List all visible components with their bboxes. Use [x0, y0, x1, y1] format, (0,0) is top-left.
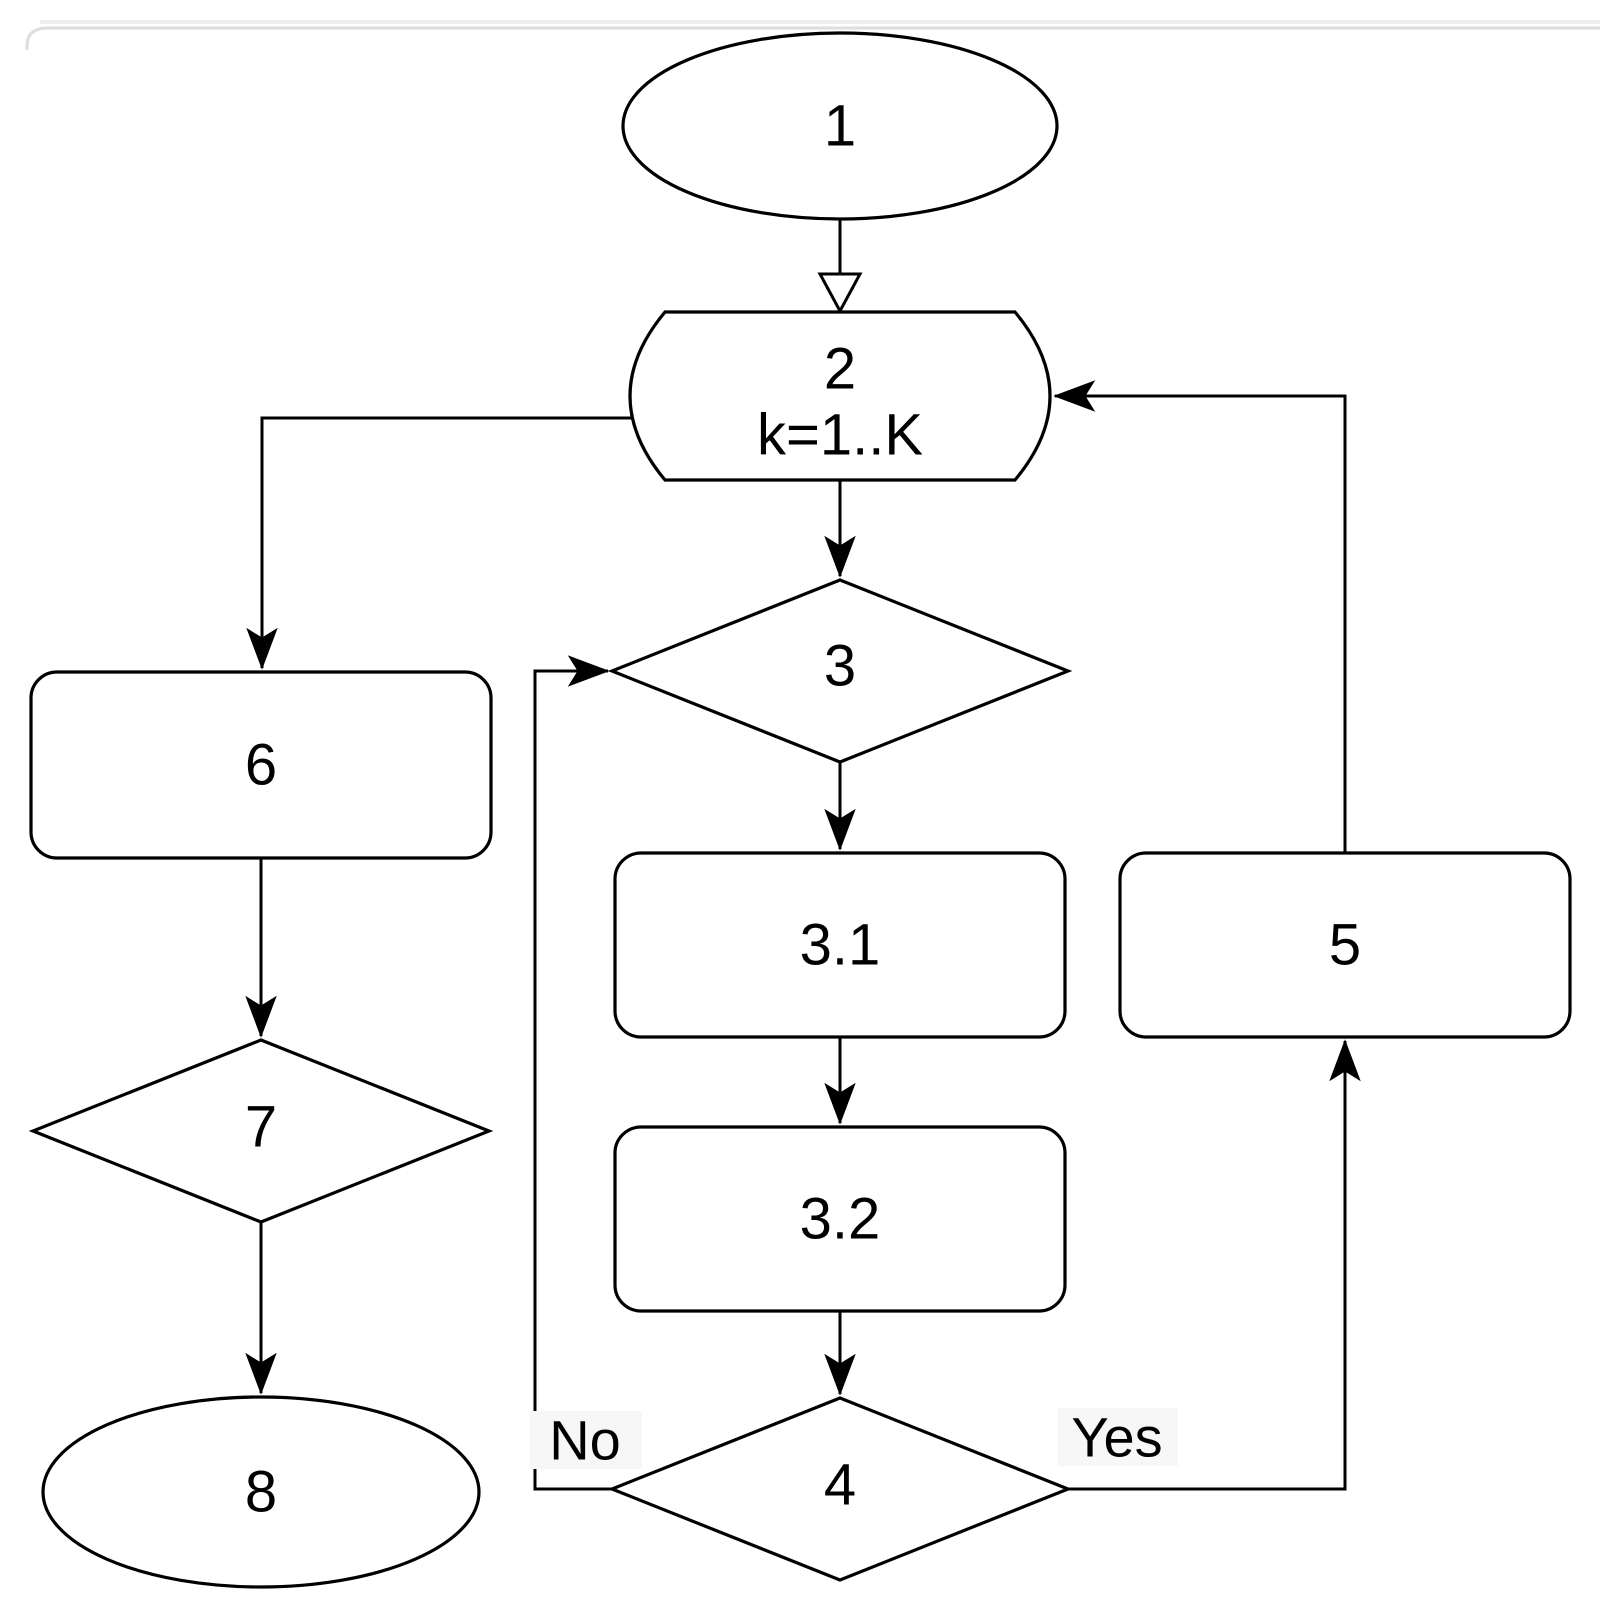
- yes-label-bg: [1058, 1408, 1178, 1466]
- nodes: 1 2 k=1..K 3 3.1 3.2: [28, 31, 1572, 1589]
- node-3.2-process: 3.2: [613, 1125, 1067, 1313]
- node-7-shape: [28, 1038, 494, 1224]
- edge-4-to-3-no: [533, 655, 612, 1491]
- node-2-sublabel: k=1..K: [757, 403, 923, 468]
- edge-label-no: No: [549, 1409, 621, 1472]
- node-8-terminator: 8: [41, 1395, 481, 1589]
- node-3.1-shape: [613, 851, 1067, 1039]
- node-7-decision: 7: [28, 1038, 494, 1224]
- node-3-shape: [607, 578, 1073, 764]
- node-5-process: 5: [1118, 851, 1572, 1039]
- node-3-label: 3: [824, 634, 856, 699]
- node-2-loop-header: 2 k=1..K: [628, 310, 1052, 482]
- node-4-label: 4: [824, 1453, 856, 1518]
- node-1-shape: [621, 31, 1059, 221]
- edge-labels: No Yes: [530, 1406, 1178, 1472]
- no-label-bg: [530, 1411, 642, 1469]
- edge-4-to-5-yes: [1068, 1039, 1361, 1491]
- node-3.2-shape: [613, 1125, 1067, 1313]
- node-2-shape: [628, 310, 1052, 482]
- node-3.2-label: 3.2: [800, 1187, 881, 1252]
- edge-label-yes: Yes: [1071, 1406, 1162, 1469]
- node-3-decision: 3: [607, 578, 1073, 764]
- page-frame-border: [25, 20, 1600, 50]
- node-1-terminator: 1: [621, 31, 1059, 221]
- edge-5-to-2: [1053, 380, 1347, 852]
- node-2-label: 2: [824, 337, 856, 402]
- node-6-shape: [29, 670, 493, 860]
- node-8-label: 8: [245, 1460, 277, 1525]
- node-3.1-label: 3.1: [800, 913, 881, 978]
- node-6-process: 6: [29, 670, 493, 860]
- node-4-decision: 4: [607, 1396, 1073, 1582]
- node-1-label: 1: [824, 94, 856, 159]
- node-8-shape: [41, 1395, 481, 1589]
- edge-2-to-6: [246, 416, 632, 670]
- node-5-shape: [1118, 851, 1572, 1039]
- node-6-label: 6: [245, 733, 277, 798]
- node-5-label: 5: [1329, 913, 1361, 978]
- open-arrowhead-icon: [817, 272, 863, 315]
- edge-1-to-2: [817, 219, 863, 315]
- node-7-label: 7: [245, 1095, 277, 1160]
- edges: [245, 219, 1361, 1491]
- frame-top-border: [25, 26, 1600, 50]
- node-3.1-process: 3.1: [613, 851, 1067, 1039]
- node-4-shape: [607, 1396, 1073, 1582]
